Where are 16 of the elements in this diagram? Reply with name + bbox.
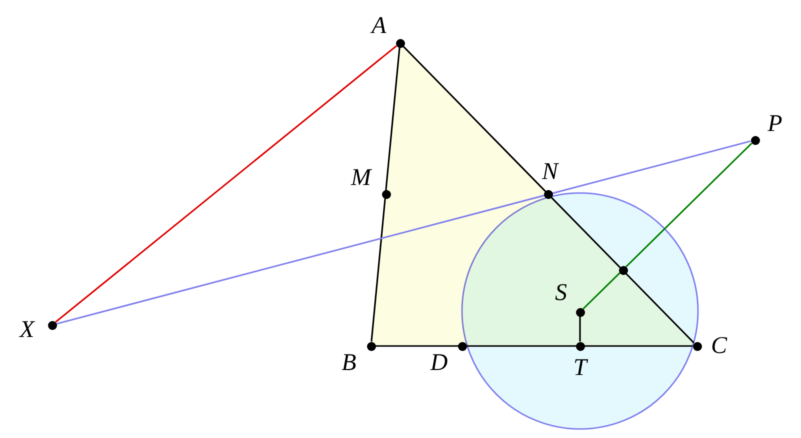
point-label: N <box>542 160 558 184</box>
line-segment <box>579 316 581 342</box>
line-segment <box>582 142 752 310</box>
point-label: M <box>351 166 371 190</box>
line-segment <box>376 345 692 347</box>
point-label: X <box>20 318 34 342</box>
point-label: C <box>711 334 727 358</box>
point-label: B <box>342 351 356 375</box>
line-segment <box>55 45 397 323</box>
point-label: T <box>573 356 587 380</box>
point-label: A <box>372 14 386 38</box>
line-segment <box>370 47 400 342</box>
point-label: S <box>555 281 567 305</box>
point-label: P <box>768 112 782 136</box>
line-segment <box>56 140 751 325</box>
point-label: D <box>430 351 448 375</box>
